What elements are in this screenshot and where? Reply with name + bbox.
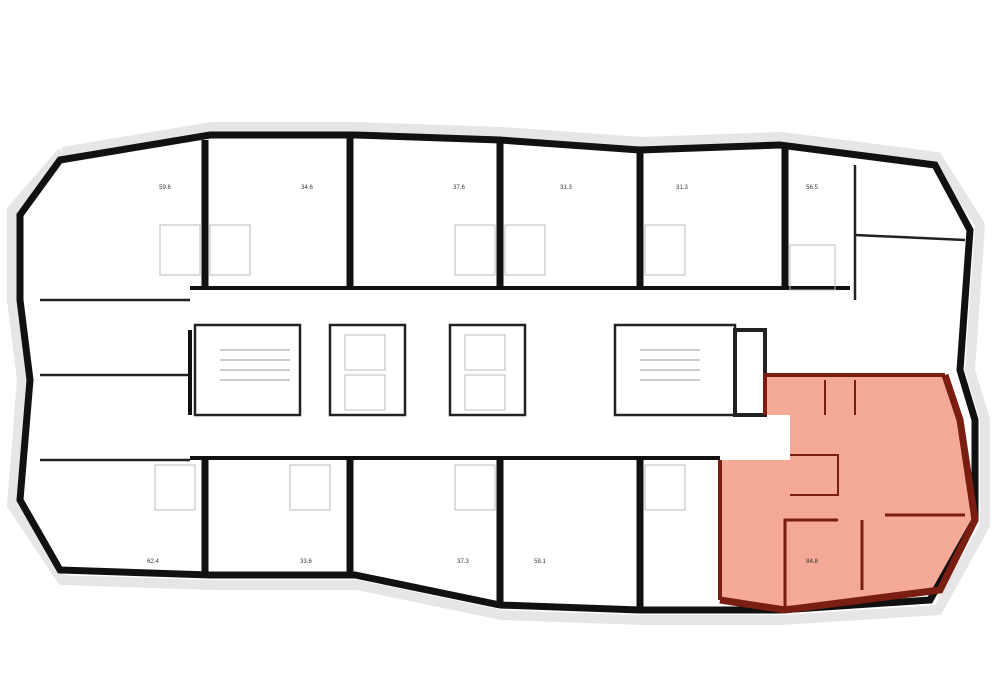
unit-labels-top: 59.6 34.6 37.6 31.3 31.3 56.5	[159, 185, 818, 191]
selected-apartment-walls	[718, 373, 979, 614]
windows	[6, 122, 990, 625]
unit-area-label[interactable]: 33.6	[300, 559, 312, 565]
unit-area-label[interactable]: 37.6	[453, 185, 465, 191]
unit-area-label[interactable]: 58.1	[534, 559, 546, 565]
corridors	[40, 286, 850, 462]
unit-area-label[interactable]: 31.3	[676, 185, 688, 191]
outer-wall	[16, 131, 979, 614]
unit-area-label[interactable]: 59.6	[159, 185, 171, 191]
unit-area-label[interactable]: 84.8	[806, 559, 818, 565]
unit-area-label[interactable]: 37.3	[457, 559, 469, 565]
selected-apartment[interactable]	[720, 375, 975, 610]
unit-area-label[interactable]: 31.3	[560, 185, 572, 191]
unit-area-label[interactable]: 56.5	[806, 185, 818, 191]
unit-labels-bottom: 62.4 33.6 37.3 58.1 84.8	[147, 559, 818, 565]
unit-walls-bottom	[154, 458, 686, 610]
building-core	[193, 323, 767, 417]
unit-area-label[interactable]: 34.6	[301, 185, 313, 191]
unit-area-label[interactable]: 62.4	[147, 559, 159, 565]
unit-walls-top	[159, 135, 966, 300]
